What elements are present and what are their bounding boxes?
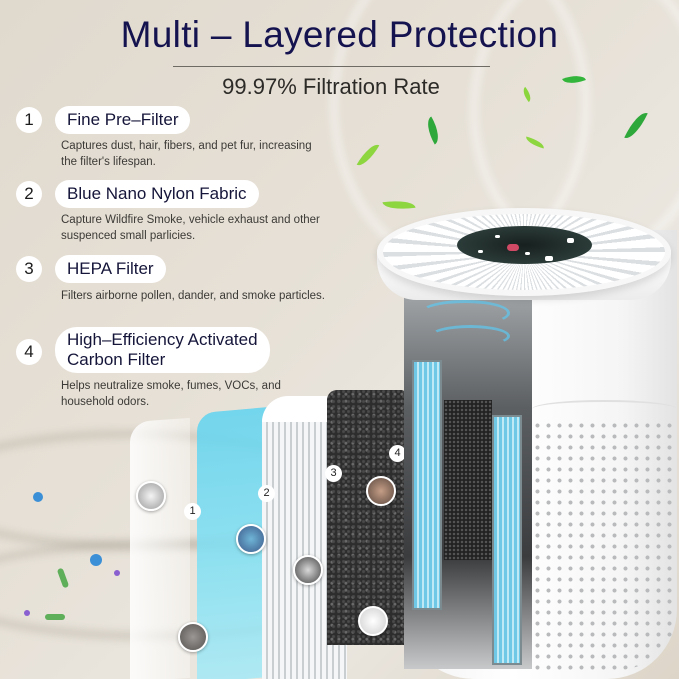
odor-magnified-icon [366, 476, 396, 506]
feature-title-line-2: Carbon Filter [67, 350, 166, 369]
bacteria-icon [45, 614, 65, 620]
inner-hepa-filter-left [412, 360, 442, 610]
timer-icon[interactable] [545, 256, 553, 261]
inner-hepa-filter-right [492, 415, 522, 665]
carbon-filter-layer [327, 390, 407, 645]
layer-number-badge: 4 [389, 445, 406, 462]
pollen-magnified-icon [293, 555, 323, 585]
feature-title-line-1: High–Efficiency Activated [67, 330, 258, 349]
step-number-badge: 4 [16, 339, 42, 365]
fan-speed-icon[interactable] [495, 235, 500, 238]
filtration-rate-subtitle: 99.97% Filtration Rate [222, 74, 440, 99]
power-button[interactable] [507, 244, 519, 251]
step-number-badge: 1 [16, 107, 42, 133]
smoke-magnified-icon [236, 524, 266, 554]
purifier-seam [532, 400, 677, 430]
layer-number-badge: 3 [325, 465, 342, 482]
voc-magnified-icon [358, 606, 388, 636]
title-divider [173, 66, 490, 67]
airflow-swirl [420, 300, 510, 326]
sleep-mode-icon[interactable] [478, 250, 483, 253]
feature-title: HEPA Filter [55, 255, 166, 283]
layer-number-badge: 1 [184, 503, 201, 520]
feature-title: Fine Pre–Filter [55, 106, 191, 134]
step-number-badge: 3 [16, 256, 42, 282]
feature-description: Captures dust, hair, fibers, and pet fur… [61, 140, 312, 168]
control-panel[interactable] [457, 226, 592, 264]
particle-icon [114, 570, 120, 576]
page-title: Multi – Layered Protection [120, 14, 559, 55]
particle-icon [90, 554, 102, 566]
inner-carbon-filter [444, 400, 492, 560]
particle-icon [33, 492, 43, 502]
feature-description: Helps neutralize smoke, fumes, VOCs, and… [61, 380, 281, 408]
feature-title: Blue Nano Nylon Fabric [55, 180, 259, 208]
layer-number-badge: 2 [258, 485, 275, 502]
light-icon[interactable] [525, 252, 530, 255]
airflow-swirl [430, 325, 510, 347]
pet-dander-magnified-icon [178, 622, 208, 652]
purifier-intake-grille [532, 420, 677, 670]
particle-icon [24, 610, 30, 616]
feature-description: Capture Wildfire Smoke, vehicle exhaust … [61, 214, 320, 242]
feature-description: Filters airborne pollen, dander, and smo… [61, 290, 326, 302]
step-number-badge: 2 [16, 181, 42, 207]
filter-reset-icon[interactable] [567, 238, 574, 243]
feature-title: High–Efficiency Activated Carbon Filter [55, 327, 270, 373]
dust-magnified-icon [136, 481, 166, 511]
